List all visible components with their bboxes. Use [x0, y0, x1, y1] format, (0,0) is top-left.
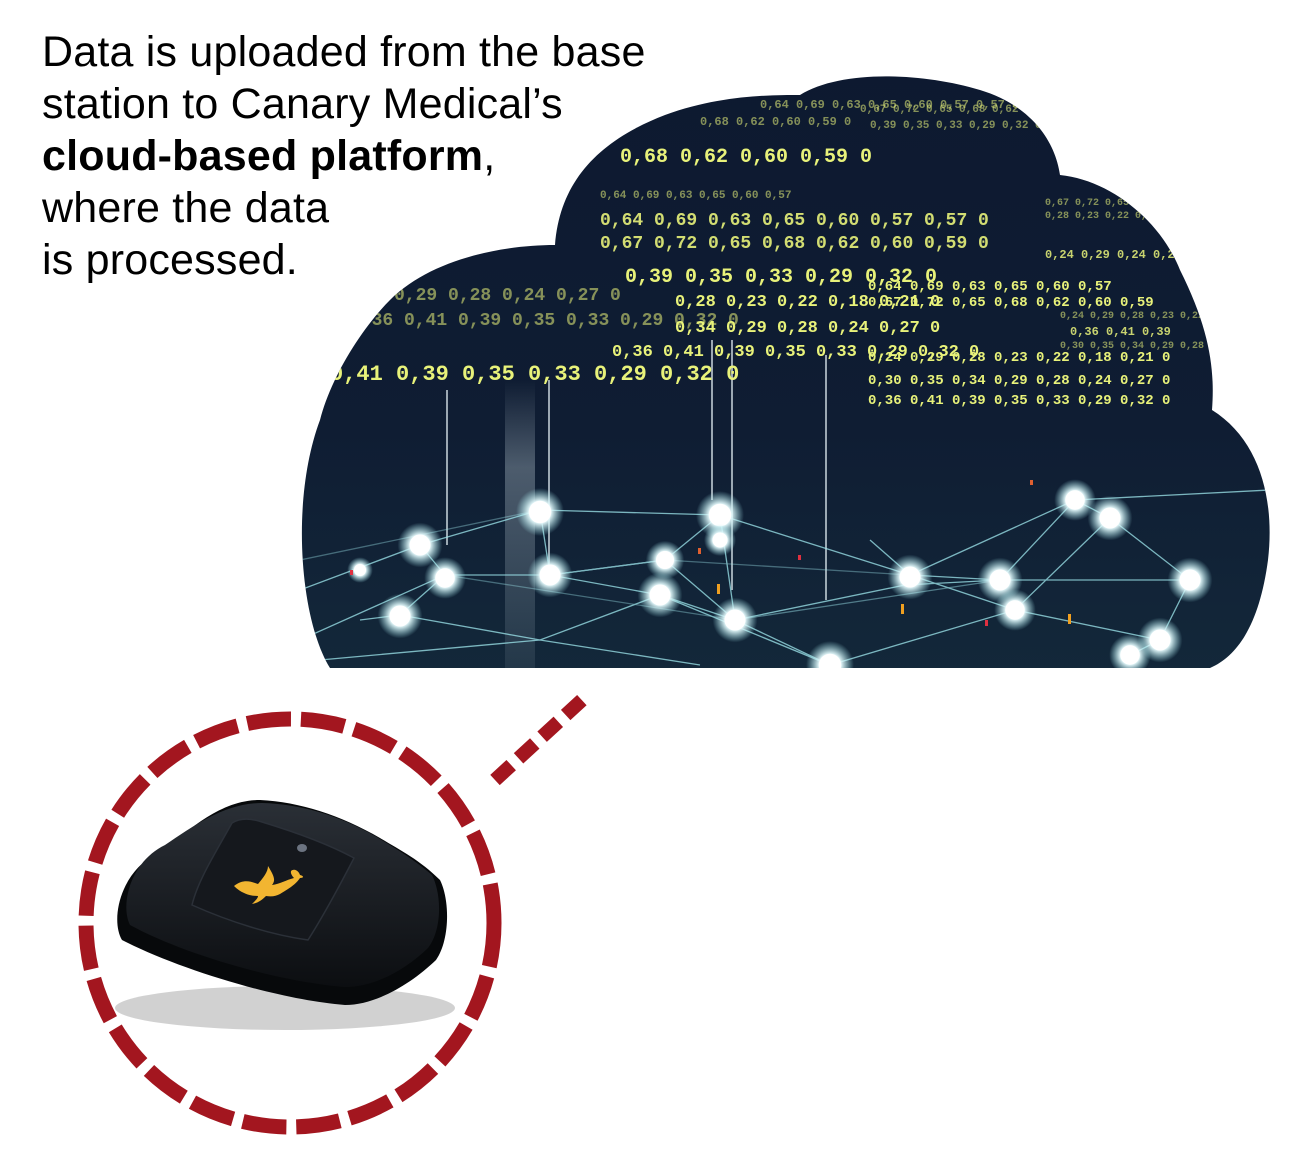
data-number-rows: 0,68 0,62 0,60 0,59 0 0,64 0,69 0,63 0,65… — [330, 98, 1276, 409]
spark-dot — [350, 570, 353, 575]
data-number-row: 0,28 0,23 0,22 0,18 0,21 0 — [675, 293, 940, 312]
network-node-core — [1120, 645, 1140, 665]
network-node-core — [649, 584, 671, 606]
network-node-core — [409, 534, 431, 556]
spark-dot — [1068, 614, 1071, 624]
spark-dots — [350, 480, 1071, 626]
network-node-core — [708, 503, 732, 527]
network-node-core — [354, 564, 366, 576]
network-node-core — [899, 566, 921, 588]
data-number-row: 0,24 0,29 0,28 0,23 0,22 0,18 0,21 0 — [868, 350, 1170, 366]
data-cloud: 0,68 0,62 0,60 0,59 0 0,64 0,69 0,63 0,65… — [301, 76, 1276, 668]
caption-comma: , — [483, 132, 496, 180]
network-line — [539, 509, 736, 621]
data-number-row: 0,39 0,35 0,33 0,29 0,32 0 — [625, 266, 937, 289]
network-line — [734, 579, 1001, 621]
spark-dot — [698, 548, 701, 554]
data-number-row-faint: 0,39 0,35 0,33 0,29 0,32 0 — [870, 120, 1042, 132]
network-node-core — [656, 551, 674, 569]
data-number-row-faint: 0,28 0,23 0,22 0,18 0,21 0 — [1045, 211, 1201, 222]
data-number-row: 0,36 0,41 0,39 — [1070, 325, 1171, 339]
network-node-core — [1099, 507, 1121, 529]
network-node-core — [528, 500, 552, 524]
network-line — [444, 574, 736, 621]
caption-line-5: is processed. — [42, 236, 298, 284]
dashed-circle — [78, 711, 502, 1135]
network-node-core — [1005, 600, 1025, 620]
data-number-row: 0,67 0,72 0,65 0,68 0,62 0,60 0,59 0 — [600, 234, 989, 254]
data-number-row-faint: 0,36 0,41 0,39 0,35 0,33 0,29 0,32 0 — [350, 311, 739, 331]
spark-dot — [798, 555, 801, 560]
network-node-core — [1065, 490, 1085, 510]
caption: Data is uploaded from the base station t… — [42, 26, 762, 286]
connector-dashes — [490, 694, 587, 786]
network-node-core — [989, 569, 1011, 591]
canary-bird-logo — [234, 866, 303, 904]
data-number-row-faint: 0,30 0,35 0,34 0,29 0,28 0,24 0,27 0 — [1060, 341, 1276, 352]
data-number-row: 0,24 0,29 0,24 0,29 — [1045, 248, 1182, 262]
data-number-row: 0,34 0,29 0,28 0,24 0,27 0 — [675, 319, 940, 338]
data-number-row-faint: 0,64 0,69 0,63 0,65 0,60 0,57 0,57 0 — [760, 98, 1019, 112]
caption-line-2: station to Canary Medical’s — [42, 80, 563, 128]
data-number-row: 0,36 0,41 0,39 0,35 0,33 0,29 0,32 0 — [868, 393, 1170, 409]
network-node-core — [389, 605, 411, 627]
network-node-core — [1149, 629, 1171, 651]
data-number-row: 0,41 0,39 0,35 0,33 0,29 0,32 0 — [330, 362, 739, 387]
network-line — [319, 639, 701, 666]
spark-dot — [901, 604, 904, 614]
network-node-core — [539, 564, 561, 586]
base-station-device — [115, 800, 455, 1030]
caption-bold-phrase: cloud-based platform — [42, 132, 484, 180]
bird-shape — [234, 866, 303, 904]
network-node-core — [818, 653, 842, 668]
data-number-row-faint: 0,68 0,62 0,60 0,59 0 — [700, 115, 851, 129]
network-node-core — [724, 609, 746, 631]
spark-dot — [985, 620, 988, 626]
data-number-row: 0,64 0,69 0,63 0,65 0,60 0,57 — [868, 279, 1112, 295]
caption-line-1: Data is uploaded from the base — [42, 28, 646, 76]
data-number-row: 0,64 0,69 0,63 0,65 0,60 0,57 0,57 0 — [600, 211, 989, 231]
network-node-core — [435, 568, 455, 588]
data-number-row-faint: 0,67 0,72 0,65 0,68 0,62 0,60 0,59 0 — [860, 104, 1098, 116]
network-line — [664, 559, 911, 576]
network-node-core — [712, 532, 728, 548]
data-number-row: 0,68 0,62 0,60 0,59 0 — [620, 146, 872, 169]
data-number-row: 0,67 0,72 0,65 0,68 0,62 0,60 0,59 — [868, 295, 1154, 311]
status-led — [297, 844, 307, 852]
data-number-row-faint: 0,24 0,29 0,28 0,23 0,22 0,18 0,21 0 — [1060, 311, 1276, 322]
network-nodes — [347, 479, 1213, 668]
data-number-row-faint: 0,67 0,72 0,65 0,68 0,62 0,60 0,59 — [1045, 198, 1249, 209]
data-number-row-faint: 0,64 0,69 0,63 0,65 0,60 0,57 — [600, 190, 791, 202]
data-number-row-faint: 0,34 0,29 0,28 0,24 0,27 0 — [340, 286, 621, 306]
light-beams — [446, 340, 827, 668]
caption-line-3: cloud-based platform, — [42, 130, 762, 182]
data-number-row: 0,30 0,35 0,34 0,29 0,28 0,24 0,27 0 — [868, 373, 1170, 389]
network-node-core — [1179, 569, 1201, 591]
spark-dot — [717, 584, 720, 594]
data-number-row: 0,36 0,41 0,39 0,35 0,33 0,29 0,32 0 — [612, 343, 979, 362]
caption-line-4: where the data — [42, 184, 330, 232]
spark-dot — [1030, 480, 1033, 485]
